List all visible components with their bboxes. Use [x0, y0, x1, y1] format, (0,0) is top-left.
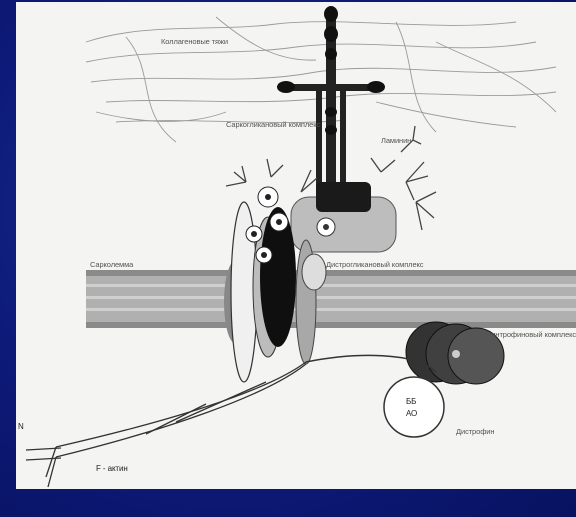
sarcolemma-membrane	[86, 270, 576, 328]
dystrophin-complex-diagram	[16, 2, 576, 489]
label-dystroglycan-complex: Дистрогликановый комплекс	[326, 260, 423, 269]
label-n-terminus: N	[18, 422, 24, 431]
sarcoglycan-complex	[224, 187, 296, 382]
laminin	[277, 6, 385, 190]
label-dystrophin: Дистрофин	[456, 427, 494, 436]
f-actin-filament	[26, 362, 306, 487]
label-sarcolemma: Сарколемма	[90, 260, 133, 269]
diagram-panel: Коллагеновые тяжи Саркогликановый компле…	[16, 2, 576, 489]
label-syntrophin-complex: Синтрофиновый комплекс	[486, 330, 576, 339]
glycan-marker-dot	[323, 224, 329, 230]
label-sarcoglycan-complex: Саркогликановый комплекс	[226, 120, 320, 129]
label-laminin: Ламинин	[381, 136, 411, 145]
label-dystrophin-inner-top: ББ	[406, 397, 416, 406]
label-extracellular: Коллагеновые тяжи	[161, 37, 228, 46]
label-f-actin: F - актин	[96, 464, 128, 473]
laminin-binding-site	[316, 182, 371, 212]
label-dystrophin-inner-bottom: АО	[406, 409, 417, 418]
